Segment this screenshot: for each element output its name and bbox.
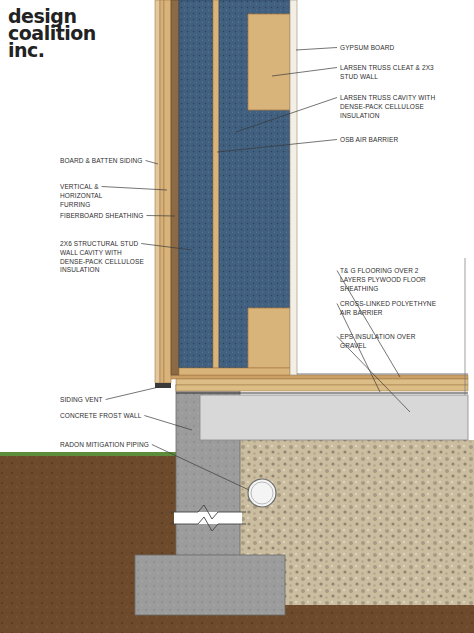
radon-pipe [251, 482, 273, 504]
callout-label: 2X6 STRUCTURAL STUD WALL CAVITY WITH DEN… [60, 240, 148, 275]
callout-label: SIDING VENT [60, 396, 150, 405]
callout-label: OSB AIR BARRIER [340, 136, 440, 145]
leader-line [236, 98, 337, 133]
leader-line [152, 445, 249, 491]
leader-line [144, 416, 192, 431]
eps-insulation [200, 395, 468, 440]
leader-line [106, 386, 163, 400]
callout-label: LARSEN TRUSS CAVITY WITH DENSE-PACK CELL… [340, 94, 440, 120]
leader-line [102, 187, 167, 191]
osb [213, 0, 219, 368]
furring [164, 0, 171, 383]
poly-air-barrier [176, 392, 468, 393]
batten [160, 0, 164, 383]
plywood-layer [176, 385, 468, 391]
leader-line [296, 48, 337, 51]
leader-line [147, 215, 175, 217]
callout-label: VERTICAL & HORIZONTAL FURRING [60, 183, 130, 209]
callout-label: T& G FLOORING OVER 2 LAYERS PLYWOOD FLOO… [340, 267, 445, 293]
callout-label: CONCRETE FROST WALL [60, 412, 150, 421]
grass-line [0, 452, 176, 456]
tg-flooring [170, 375, 468, 379]
leader-line [146, 161, 158, 165]
break-gap [174, 512, 242, 524]
leader-line [141, 244, 192, 251]
callout-label: EPS INSULATION OVER GRAVEL [340, 333, 440, 351]
siding-board [155, 0, 160, 383]
radon-pipe [248, 479, 276, 507]
truss-cleat [248, 308, 290, 368]
callout-label: RADON MITIGATION PIPING [60, 441, 155, 450]
larsen-cavity-insulation [219, 0, 290, 368]
leader-line [217, 140, 337, 153]
callout-label: BOARD & BATTEN SIDING [60, 157, 150, 166]
gypsum [290, 0, 297, 375]
floor-line [297, 374, 468, 375]
plywood-layer [176, 379, 468, 385]
callout-label: LARSEN TRUSS CLEAT & 2X3 STUD WALL [340, 64, 440, 82]
leader-line [272, 68, 337, 77]
truss-cleat [248, 14, 290, 110]
stud-cavity-insulation [179, 0, 213, 368]
callout-label: FIBERBOARD SHEATHING [60, 212, 152, 221]
floor-edge [465, 258, 466, 395]
break-line [170, 517, 246, 531]
fiberboard [171, 0, 179, 375]
soil [0, 615, 240, 633]
break-line [170, 505, 246, 519]
footing [135, 555, 285, 615]
bottom-plate [179, 368, 290, 375]
callout-label: CROSS-LINKED POLYETHYNE AIR BARRIER [340, 300, 440, 318]
callout-label: GYPSUM BOARD [340, 44, 450, 53]
company-logo: design coalition inc. [8, 8, 108, 59]
